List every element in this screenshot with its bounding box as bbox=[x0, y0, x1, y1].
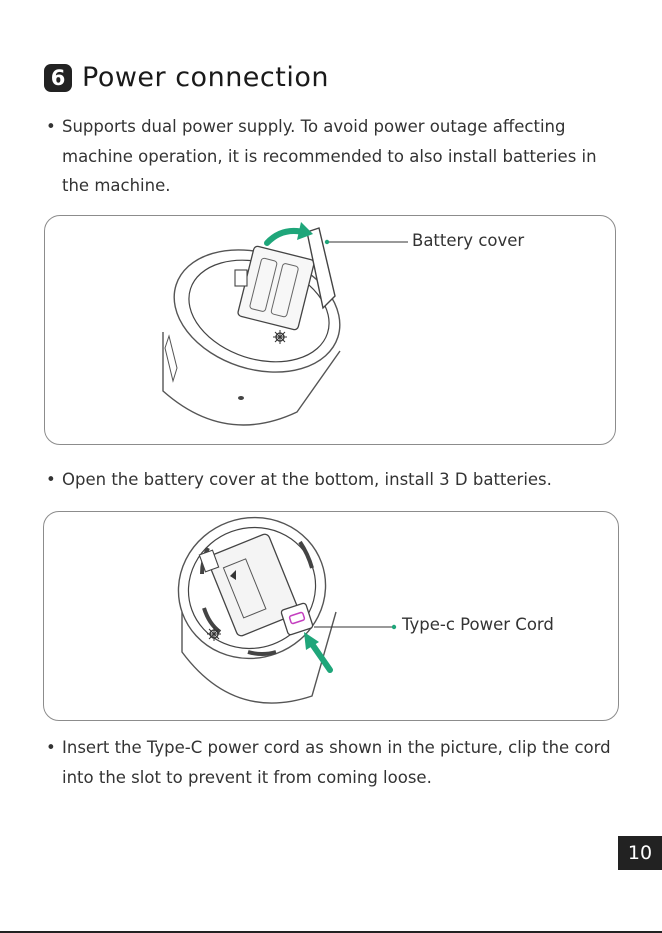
bullet: • bbox=[46, 738, 56, 757]
bullet: • bbox=[46, 470, 56, 489]
battery-illustration bbox=[162, 222, 408, 426]
callout-battery-cover: Battery cover bbox=[412, 231, 525, 250]
figure-power-cord: Type-c Power Cord bbox=[43, 511, 619, 721]
bottom-rule bbox=[0, 931, 662, 933]
section-header: 6 Power connection bbox=[44, 62, 329, 93]
bullet: • bbox=[46, 117, 56, 136]
paragraph-text: Open the battery cover at the bottom, in… bbox=[62, 470, 552, 489]
section-number-badge: 6 bbox=[44, 63, 72, 92]
paragraph-dual-power: • Supports dual power supply. To avoid p… bbox=[46, 112, 626, 201]
paragraph-insert-cord: • Insert the Type-C power cord as shown … bbox=[46, 733, 626, 792]
page-number: 10 bbox=[618, 836, 662, 870]
paragraph-text: Insert the Type-C power cord as shown in… bbox=[62, 738, 611, 787]
page-title: Power connection bbox=[82, 62, 329, 93]
figure-battery-cover: Battery cover bbox=[44, 215, 616, 445]
callout-type-c-power-cord: Type-c Power Cord bbox=[402, 615, 554, 634]
power-illustration bbox=[177, 516, 397, 704]
paragraph-text: Supports dual power supply. To avoid pow… bbox=[62, 117, 597, 195]
paragraph-open-cover: • Open the battery cover at the bottom, … bbox=[46, 465, 626, 495]
